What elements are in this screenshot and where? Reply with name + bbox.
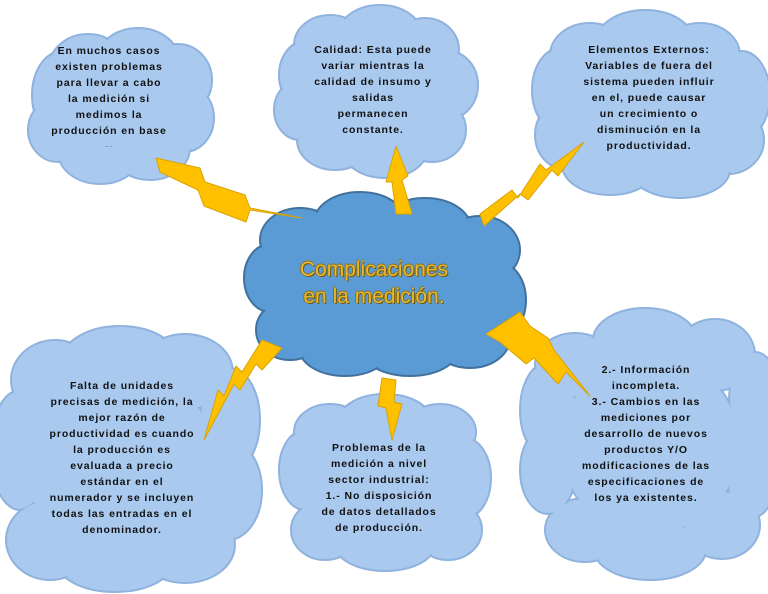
cloud-top-center xyxy=(273,4,479,179)
cloud-bottom-left xyxy=(0,325,263,593)
cloud-text-bottom-left: Falta de unidades precisas de medición, … xyxy=(49,380,195,536)
lightning-bolt-top-left xyxy=(155,157,303,223)
cloud-bottom-center xyxy=(278,393,492,572)
cloud-text-bottom-right: 2.- Información incompleta. 3.- Cambios … xyxy=(581,364,711,504)
cloud-top-right xyxy=(531,9,768,199)
cloud-text-top-right: Elementos Externos: Variables de fuera d… xyxy=(583,44,715,152)
cloud-top-left xyxy=(27,27,215,185)
lightning-bolt-bottom-center xyxy=(377,377,403,441)
cloud-bottom-right xyxy=(519,307,768,581)
central-title: Complicaciones en la medición. xyxy=(299,258,449,308)
lightning-bolt-top-right xyxy=(479,141,585,227)
lightning-bolt-bottom-right xyxy=(485,311,591,397)
lightning-bolt-top-center xyxy=(385,145,413,215)
cloud-text-top-center: Calidad: Esta puede variar mientras la c… xyxy=(314,44,432,136)
cloud-text-bottom-center: Problemas de la medición a nivel sector … xyxy=(321,442,437,534)
cloud-text-top-left: En muchos casos existen problemas para l… xyxy=(51,45,167,147)
lightning-bolt-bottom-left xyxy=(203,339,283,441)
